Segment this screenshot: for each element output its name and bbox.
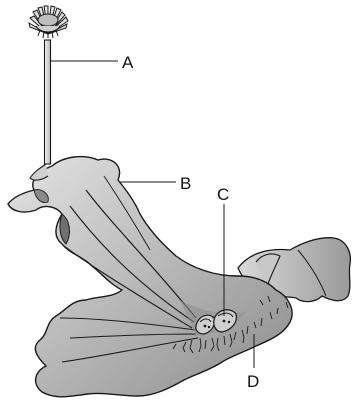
label-a: A: [122, 53, 134, 72]
archegoniophore-stalk: [30, 40, 51, 180]
label-d: D: [247, 372, 259, 391]
label-c: C: [217, 185, 229, 204]
label-b: B: [180, 174, 191, 193]
archegoniophore-head: [29, 6, 68, 38]
thallus-body: [8, 157, 292, 397]
